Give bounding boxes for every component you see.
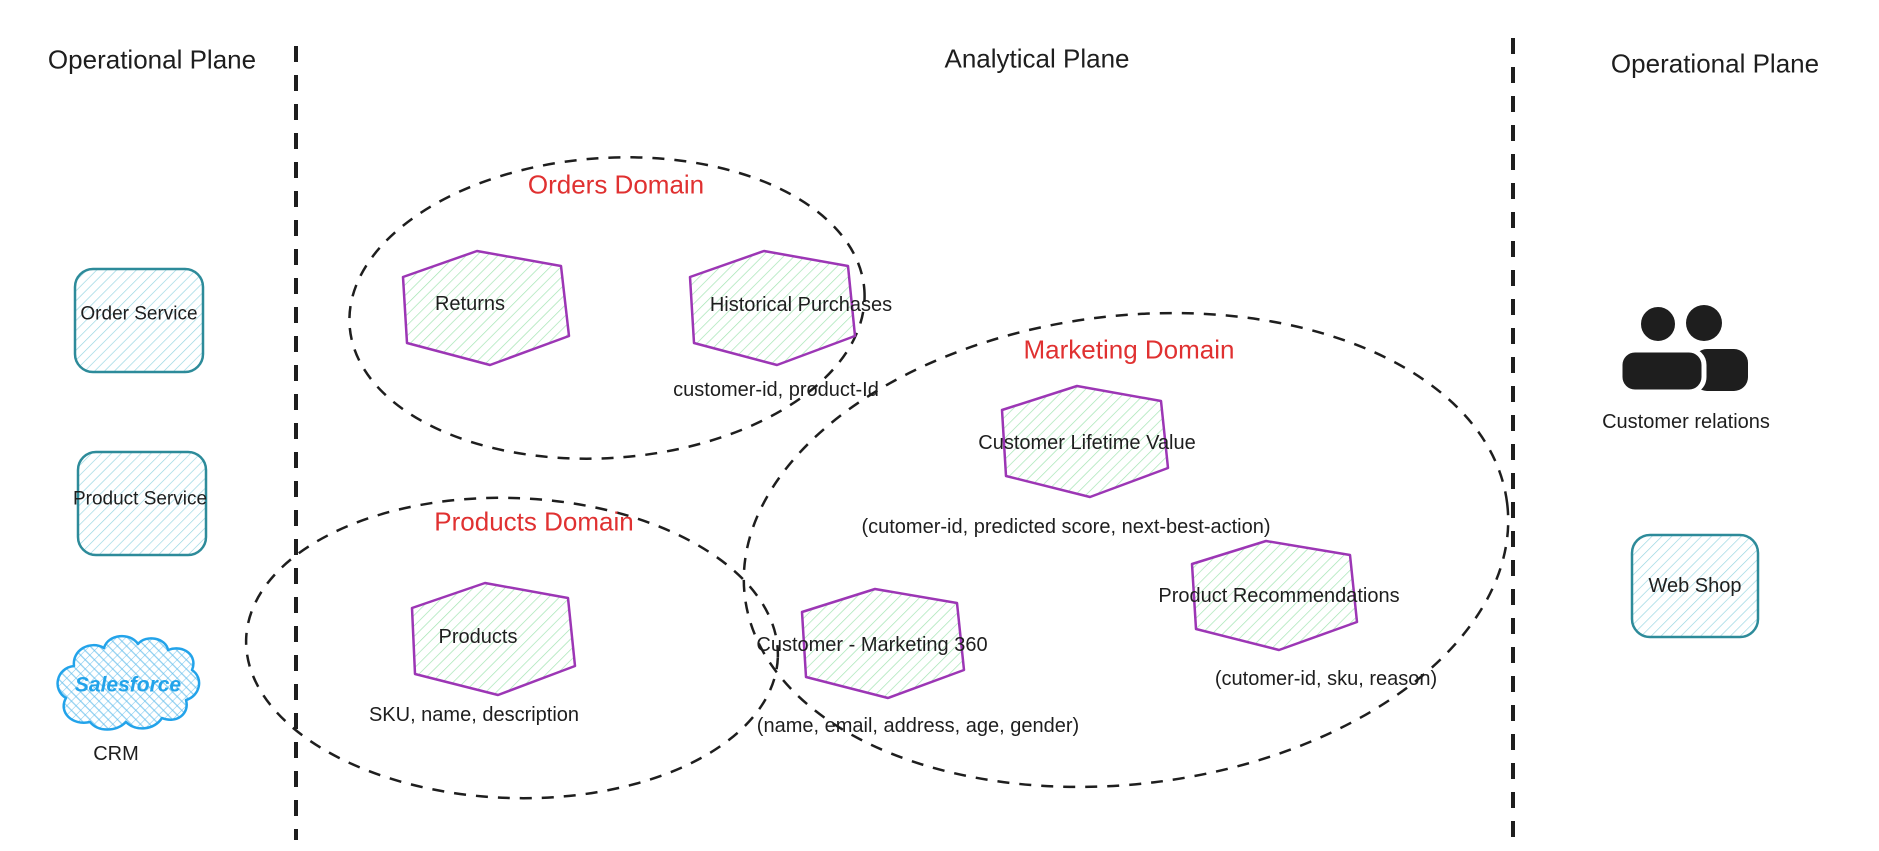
order-service-label: Order Service xyxy=(80,303,198,325)
left-plane-title: Operational Plane xyxy=(47,44,257,75)
people-icon xyxy=(1617,302,1748,395)
historical-purchases-hexagon xyxy=(688,249,857,367)
product-recommendations-hexagon xyxy=(1190,539,1359,652)
order-service-box xyxy=(73,267,205,374)
right-plane-title: Operational Plane xyxy=(1610,48,1820,79)
web-shop-box xyxy=(1630,533,1760,639)
historical-purchases-label: Historical Purchases xyxy=(709,294,893,316)
returns-hexagon xyxy=(401,249,571,367)
customer-marketing-360-hexagon xyxy=(800,587,966,700)
orders-attributes-label: customer-id, product-Id xyxy=(673,379,879,401)
orders-domain-ellipse xyxy=(348,156,866,460)
product-recommendations-attributes: (cutomer-id, sku, reason) xyxy=(1214,668,1438,690)
marketing-domain-title: Marketing Domain xyxy=(1023,334,1235,365)
customer-lifetime-value-label: Customer Lifetime Value xyxy=(978,432,1196,454)
cloud-icon xyxy=(56,635,201,731)
products-domain-title: Products Domain xyxy=(434,506,634,537)
crm-label: CRM xyxy=(93,743,139,765)
customer-lifetime-value-attributes: (cutomer-id, predicted score, next-best-… xyxy=(861,516,1271,538)
customer-marketing-360-label: Customer - Marketing 360 xyxy=(756,634,988,656)
product-service-label: Product Service xyxy=(72,488,208,510)
product-service-box xyxy=(76,450,208,557)
products-attributes-label: SKU, name, description xyxy=(368,704,580,726)
customer-relations-label: Customer relations xyxy=(1602,411,1770,433)
analytical-plane-title: Analytical Plane xyxy=(944,43,1130,74)
customer-marketing-360-attributes: (name, email, address, age, gender) xyxy=(756,715,1080,737)
customer-lifetime-value-hexagon xyxy=(1000,384,1170,499)
products-hexagon xyxy=(410,581,577,697)
web-shop-label: Web Shop xyxy=(1648,575,1742,597)
products-domain-ellipse xyxy=(244,496,780,800)
salesforce-label: Salesforce xyxy=(74,673,182,697)
returns-label: Returns xyxy=(434,293,506,315)
marketing-domain-ellipse xyxy=(742,311,1510,789)
orders-domain-title: Orders Domain xyxy=(527,169,705,200)
products-label: Products xyxy=(438,626,518,648)
product-recommendations-label: Product Recommendations xyxy=(1158,585,1400,607)
